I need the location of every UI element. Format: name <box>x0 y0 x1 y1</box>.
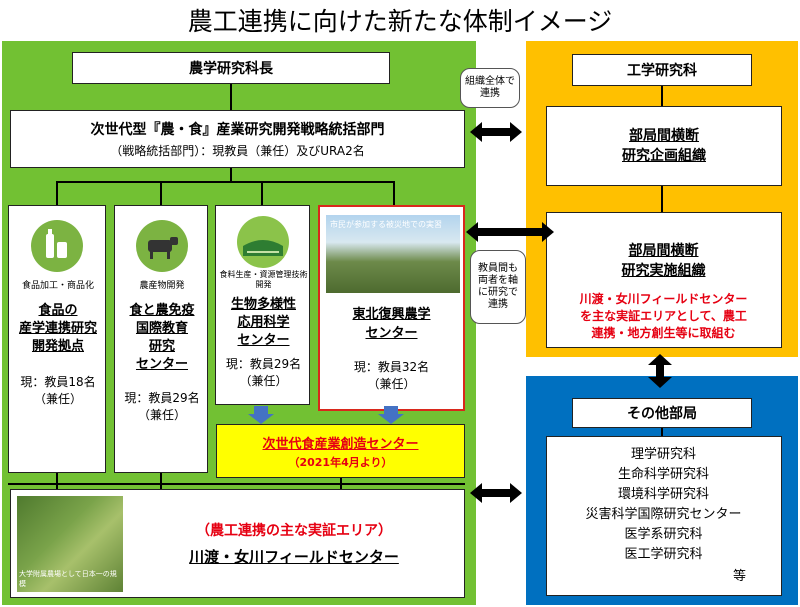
bubble-org-wide: 組織全体で連携 <box>460 68 520 108</box>
impl-org-desc: 川渡・女川フィールドセンター <box>579 292 748 306</box>
center-food-agri-immunology: 農産物開発 食と農免疫 国際教育 研究 センター 現：教員29名 （兼任） <box>114 205 208 473</box>
implementation-org-box: 部局間横断 研究実施組織 川渡・女川フィールドセンター を主な実証エリアとして、… <box>546 212 782 348</box>
center-staff-note: （兼任） <box>137 408 186 422</box>
impl-org-title: 研究実施組織 <box>621 263 706 279</box>
center-staff-note: （兼任） <box>367 377 416 391</box>
field-center-label: （農工連携の主な実証エリア） <box>196 523 392 539</box>
center-staff-note: （兼任） <box>239 374 288 388</box>
photo-caption: 大学附属農場として日本一の規模 <box>19 570 117 588</box>
other-depts-title-box: その他部局 <box>572 398 752 428</box>
center-biodiversity: 食料生産・資源管理技術開発 生物多様性 応用科学 センター 現：教員29名 （兼… <box>215 205 310 405</box>
planning-org-line: 部局間横断 <box>629 128 699 144</box>
field-icon <box>237 216 289 268</box>
new-center-name: 次世代食産業創造センター <box>262 436 419 452</box>
strategy-dept-name: 次世代型『農・食』産業研究開発戦略統括部門 <box>90 122 385 138</box>
center-icon-label: 食料生産・資源管理技術開発 <box>219 270 308 289</box>
center-name-line: センター <box>135 357 188 372</box>
down-arrow-icon <box>248 406 274 424</box>
center-staff: 現：教員29名 <box>124 391 200 405</box>
other-depts-etc: 等 <box>733 569 747 584</box>
other-dept-item: 環境科学研究科 <box>617 487 709 502</box>
new-center-date: （2021年4月より） <box>288 455 393 469</box>
vertical-double-arrow-icon <box>648 354 672 388</box>
field-center-name: 川渡・女川フィールドセンター <box>189 548 399 566</box>
center-icon-label: 農産物開発 <box>139 281 185 291</box>
center-staff-note: （兼任） <box>33 392 82 406</box>
food-processing-icon <box>31 220 83 272</box>
center-name-line: 研究 <box>148 339 175 354</box>
strategy-dept-box: 次世代型『農・食』産業研究開発戦略統括部門 （戦略統括部門）：現教員（兼任）及び… <box>10 110 465 168</box>
other-dept-item: 理学研究科 <box>630 447 696 462</box>
center-tohoku-reconstruction: 市民が参加する被災地での実習 東北復興農学 センター 現：教員32名 （兼任） <box>318 205 465 411</box>
other-dept-item: 生命科学研究科 <box>617 467 709 482</box>
center-staff: 現：教員32名 <box>353 360 430 374</box>
new-food-industry-center: 次世代食産業創造センター （2021年4月より） <box>216 424 465 478</box>
center-name-line: 応用科学 <box>237 315 290 330</box>
center-name-line: 東北復興農学 <box>352 307 431 322</box>
center-name-line: 生物多様性 <box>230 297 296 312</box>
cattle-icon <box>136 220 188 272</box>
agri-dean-box: 農学研究科長 <box>72 52 390 84</box>
other-dept-item: 医工学研究科 <box>624 547 703 562</box>
field-trip-photo: 市民が参加する被災地での実習 <box>326 215 460 293</box>
planning-org-box: 部局間横断 研究企画組織 <box>546 106 782 186</box>
center-name-line: 産学連携研究 <box>18 321 97 336</box>
bubble-faculty-collab: 教員間も両者を軸に研究で連携 <box>470 250 526 324</box>
center-name-line: センター <box>237 333 290 348</box>
photo-caption: 市民が参加する被災地での実習 <box>330 220 442 229</box>
other-depts-list-box: 理学研究科 生命科学研究科 環境科学研究科 災害科学国際研究センター 医学系研究… <box>546 436 782 596</box>
farm-aerial-photo: 大学附属農場として日本一の規模 <box>17 496 123 592</box>
strategy-dept-staff: （戦略統括部門）：現教員（兼任）及びURA2名 <box>110 144 365 158</box>
engineering-dean-box: 工学研究科 <box>572 54 752 86</box>
center-name-line: 食品の <box>38 303 78 318</box>
double-arrow-icon <box>466 222 554 242</box>
center-name-line: 開発拠点 <box>31 339 84 354</box>
planning-org-line: 研究企画組織 <box>622 148 706 164</box>
field-center-box: 大学附属農場として日本一の規模 （農工連携の主な実証エリア） 川渡・女川フィール… <box>10 489 465 598</box>
impl-org-desc: を主な実証エリアとして、農工 <box>580 309 747 323</box>
center-name-line: 国際教育 <box>135 321 188 336</box>
impl-org-desc: 連携・地方創生等に取組む <box>591 326 736 340</box>
center-name-line: センター <box>365 326 418 341</box>
down-arrow-icon <box>378 406 404 424</box>
center-icon-label: 食品加工・商品化 <box>21 281 94 291</box>
center-staff: 現：教員18名 <box>20 375 96 389</box>
center-food-industry: 食品加工・商品化 食品の 産学連携研究 開発拠点 現：教員18名 （兼任） <box>8 205 106 473</box>
impl-org-title: 部局間横断 <box>628 243 699 259</box>
double-arrow-icon <box>470 483 522 503</box>
other-dept-item: 災害科学国際研究センター <box>585 507 742 522</box>
center-name-line: 食と農免疫 <box>129 303 195 318</box>
double-arrow-icon <box>470 122 522 142</box>
other-dept-item: 医学系研究科 <box>624 527 703 542</box>
page-title: 農工連携に向けた新たな体制イメージ <box>187 7 613 36</box>
center-staff: 現：教員29名 <box>225 357 302 371</box>
